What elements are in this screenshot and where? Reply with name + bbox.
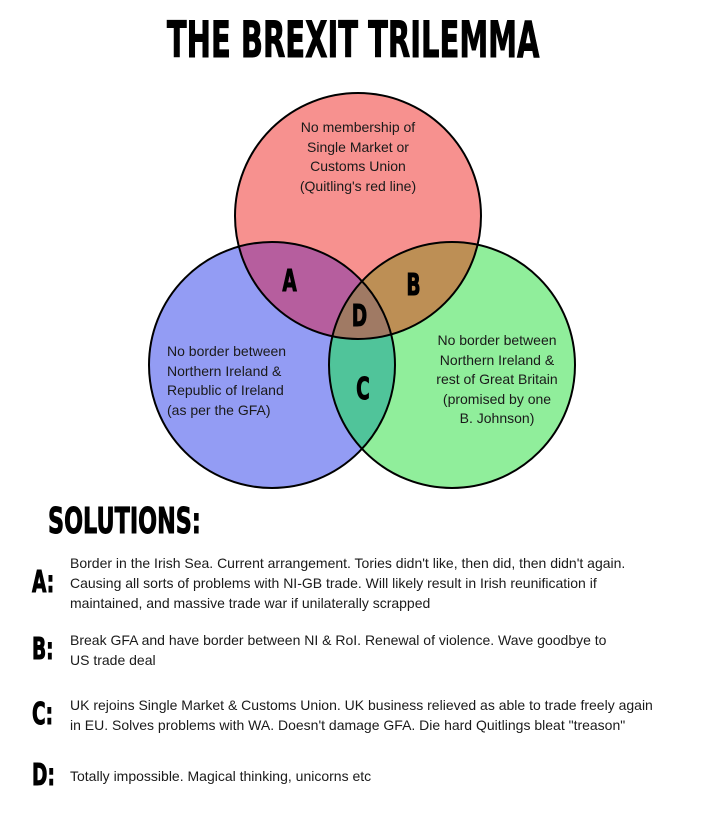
solution-row-b: B: Break GFA and have border between NI … (32, 624, 692, 676)
solution-label-b: B: (32, 632, 54, 667)
page-title: THE BREXIT TRILEMMA (166, 11, 540, 69)
solution-text-b: Break GFA and have border between NI & R… (70, 632, 607, 668)
overlap-letter-d-glyph: D (351, 299, 367, 334)
solution-text-d: Totally impossible. Magical thinking, un… (70, 768, 372, 784)
page-title-row: THE BREXIT TRILEMMA (0, 11, 706, 69)
solution-label-d: D: (32, 758, 56, 793)
overlap-letter-b: B (388, 266, 438, 306)
solution-label-c: C: (32, 697, 54, 732)
solution-row-a: A: Border in the Irish Sea. Current arra… (32, 549, 692, 617)
overlap-letter-c: C (338, 370, 388, 410)
solutions-heading: SOLUTIONS: (48, 501, 201, 542)
solution-row-c: C: UK rejoins Single Market & Customs Un… (32, 689, 692, 741)
overlap-letter-c-glyph: C (356, 372, 370, 407)
venn-overlap-a-fill (235, 242, 395, 339)
circle-label-blue: No border between Northern Ireland & Rep… (167, 343, 287, 418)
solution-text-c: UK rejoins Single Market & Customs Union… (70, 697, 653, 733)
venn-circle-green-outline (328, 241, 576, 489)
solution-text-a: Border in the Irish Sea. Current arrange… (70, 555, 626, 611)
venn-circle-blue-outline (148, 241, 396, 489)
overlap-letter-d: D (334, 297, 384, 337)
venn-overlap-b-fill (329, 242, 481, 339)
solution-label-a: A: (32, 565, 55, 600)
circle-label-red: No membership of Single Market or Custom… (299, 119, 417, 194)
overlap-letter-a: A (265, 262, 315, 302)
venn-diagram (148, 92, 576, 489)
circle-label-green: No border between Northern Ireland & res… (436, 332, 558, 426)
overlap-letter-b-glyph: B (405, 268, 421, 303)
overlap-letter-a-glyph: A (282, 264, 298, 299)
solution-row-d: D: Totally impossible. Magical thinking,… (32, 758, 692, 794)
venn-circle-red-outline (234, 92, 482, 340)
